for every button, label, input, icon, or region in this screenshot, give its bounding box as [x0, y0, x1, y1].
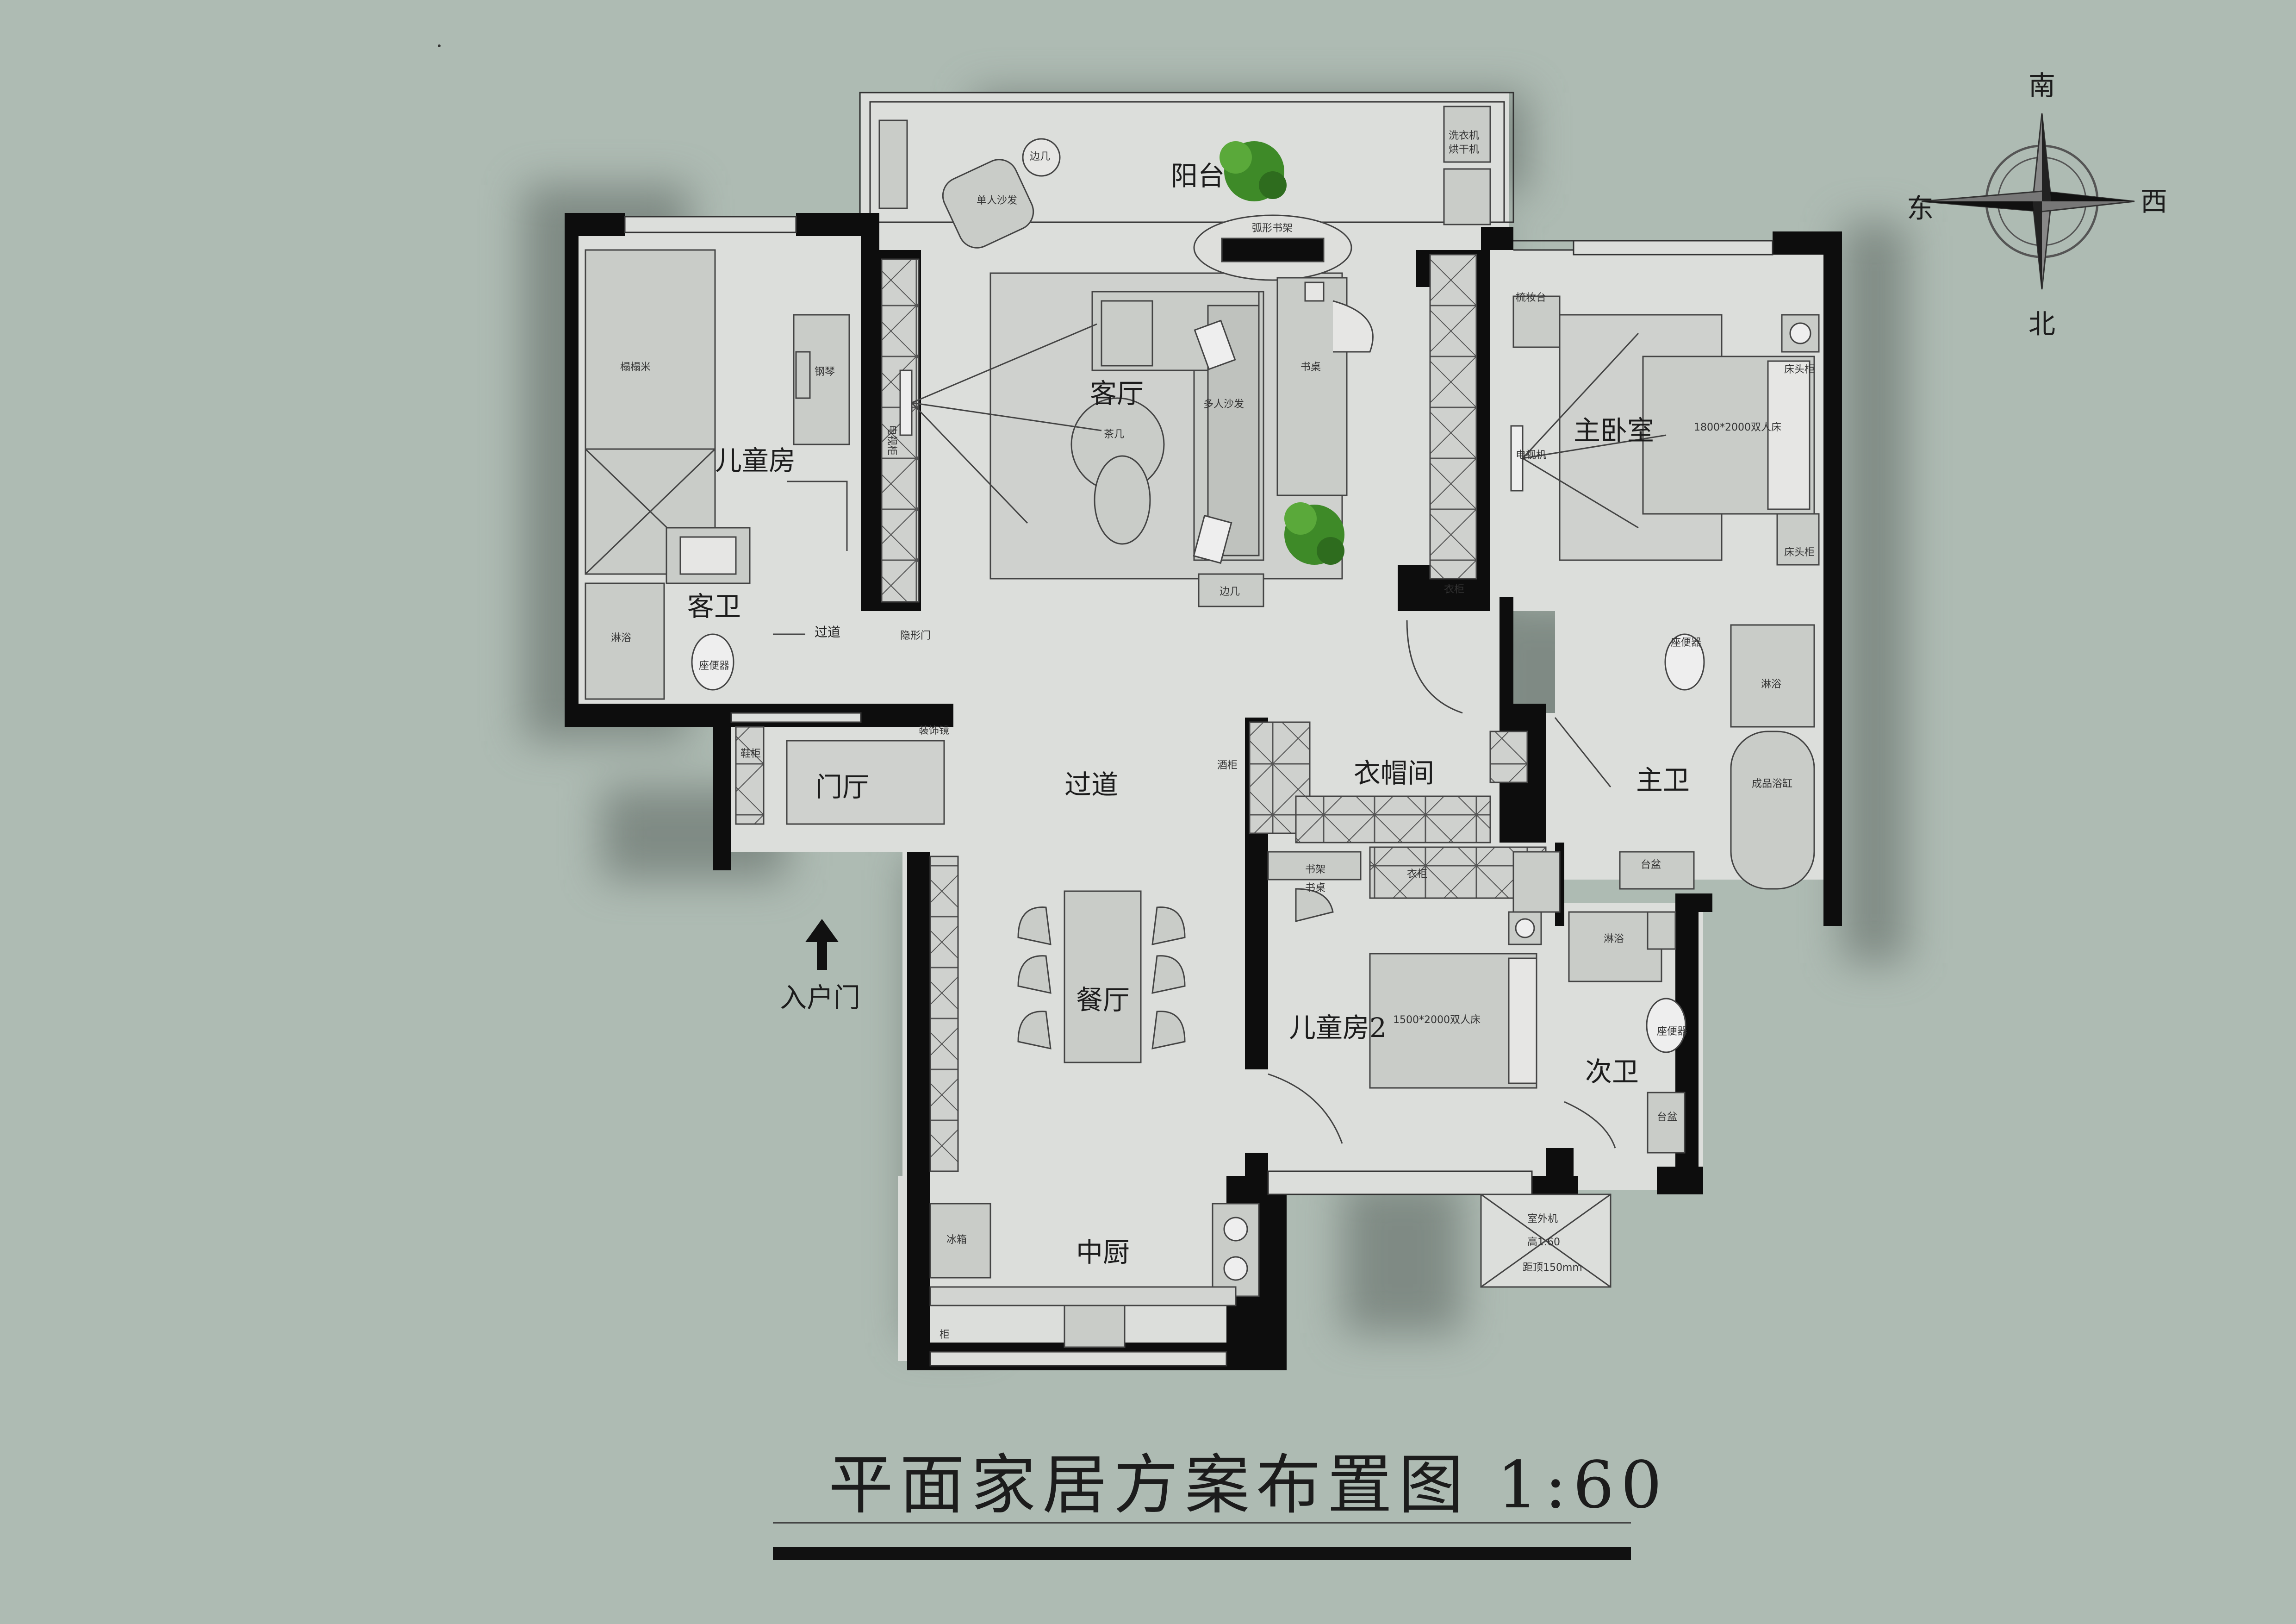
- furniture-labels: 边几 单人沙发 弧形书架 洗衣机 烘干机 书桌 多人沙发 茶几 边几 榻榻米 钢…: [611, 130, 1815, 1341]
- label-bookshelf-kid2: 书架: [1305, 864, 1325, 875]
- label-bedside-table-top: 床头柜: [1784, 364, 1815, 375]
- label-ac-note-1: 高1.60: [1527, 1237, 1560, 1248]
- label-washer: 洗衣机: [1449, 130, 1479, 142]
- label-living-room: 客厅: [1090, 378, 1144, 409]
- title-underline-thick: [773, 1547, 1631, 1560]
- label-shoe-cabinet: 鞋柜: [740, 748, 761, 760]
- compass-west: 西: [2140, 186, 2167, 217]
- label-bedside-table-bottom: 床头柜: [1784, 547, 1815, 558]
- label-lounge-chair: 单人沙发: [977, 195, 1017, 206]
- label-washbasin-master: 台盆: [1641, 859, 1661, 871]
- label-cabinet-kitchen: 柜: [940, 1329, 950, 1341]
- label-master-bed: 1800*2000双人床: [1694, 422, 1781, 433]
- label-arc-door: 隐形门: [900, 630, 931, 642]
- label-kid2-bed: 1500*2000双人床: [1393, 1014, 1481, 1026]
- plant-living: [1284, 502, 1344, 565]
- label-sofa: 多人沙发: [1203, 399, 1244, 410]
- label-shower-second: 淋浴: [1604, 933, 1624, 945]
- label-piano: 钢琴: [815, 366, 835, 378]
- label-toilet-guest: 座便器: [699, 660, 729, 672]
- label-toilet-master: 座便器: [1671, 637, 1701, 649]
- label-bathtub: 成品浴缸: [1752, 778, 1792, 790]
- label-coffee-table: 茶几: [1104, 429, 1124, 440]
- label-kids-room: 儿童房: [715, 445, 796, 476]
- label-shower-master: 淋浴: [1761, 679, 1781, 690]
- label-desk-living: 书桌: [1300, 362, 1321, 373]
- room-labels: 阳台 客厅 儿童房 客卫 过道 门厅 入户门 过道 餐厅 中厨 主卧室 衣帽间 …: [687, 160, 1690, 1268]
- plant-balcony: [1220, 141, 1287, 201]
- label-middle-kitchen: 中厨: [1076, 1237, 1130, 1268]
- label-balcony: 阳台: [1171, 160, 1225, 192]
- label-side-table-living: 边几: [1220, 586, 1240, 598]
- label-cloakroom: 衣帽间: [1354, 757, 1434, 789]
- label-curved-bookshelf: 弧形书架: [1252, 223, 1293, 234]
- label-wine-cabinet: 酒柜: [1217, 760, 1238, 771]
- title-underline-thin: [773, 1522, 1631, 1524]
- label-side-table-balcony: 边几: [1030, 151, 1050, 162]
- label-dining-room: 餐厅: [1076, 984, 1130, 1016]
- label-dresser: 梳妆台: [1516, 292, 1546, 304]
- windows: [624, 216, 1773, 1367]
- compass-east: 东: [1907, 193, 1934, 224]
- label-master-bath: 主卫: [1636, 764, 1690, 796]
- label-dryer: 烘干机: [1449, 144, 1479, 156]
- label-tatami: 榻榻米: [620, 362, 651, 373]
- label-ac-note-2: 距顶150mm: [1523, 1262, 1582, 1274]
- label-fridge: 冰箱: [946, 1234, 967, 1246]
- compass-rose-icon: [1921, 113, 2135, 290]
- label-master-bedroom: 主卧室: [1574, 415, 1654, 446]
- label-washbasin-second: 台盆: [1657, 1112, 1677, 1123]
- label-kids-room-2: 儿童房2: [1289, 1012, 1387, 1043]
- label-entrance-hall: 门厅: [815, 771, 869, 803]
- stray-mark: [438, 44, 441, 47]
- label-tv-cabinet: 电视柜: [886, 425, 897, 456]
- compass-north: 北: [2028, 308, 2055, 340]
- label-entry-door: 入户门: [780, 982, 860, 1013]
- label-mirror: 装饰镜: [919, 725, 949, 737]
- label-wardrobe-kid2: 衣柜: [1407, 868, 1427, 880]
- label-desk-kid2: 书桌: [1305, 882, 1325, 894]
- label-wardrobe: 衣柜: [1444, 584, 1464, 595]
- annotation-lines: [773, 323, 1667, 1149]
- compass-south: 南: [2028, 70, 2055, 101]
- label-shower-guest: 淋浴: [611, 632, 631, 644]
- furniture: [585, 106, 1820, 1348]
- entry-arrow-icon: [805, 919, 839, 970]
- label-corridor-small: 过道: [815, 625, 840, 640]
- drawing-title: 平面家居方案布置图 1:60: [828, 1448, 1668, 1523]
- label-second-bath: 次卫: [1585, 1056, 1639, 1087]
- compass-labels: 南 北 东 西: [1907, 70, 2167, 340]
- label-corridor-main: 过道: [1064, 769, 1118, 800]
- label-tv: 电视机: [1516, 450, 1546, 461]
- label-guest-bath: 客卫: [687, 591, 741, 622]
- label-toilet-second: 座便器: [1657, 1026, 1687, 1037]
- label-ac-unit: 室外机: [1527, 1213, 1558, 1225]
